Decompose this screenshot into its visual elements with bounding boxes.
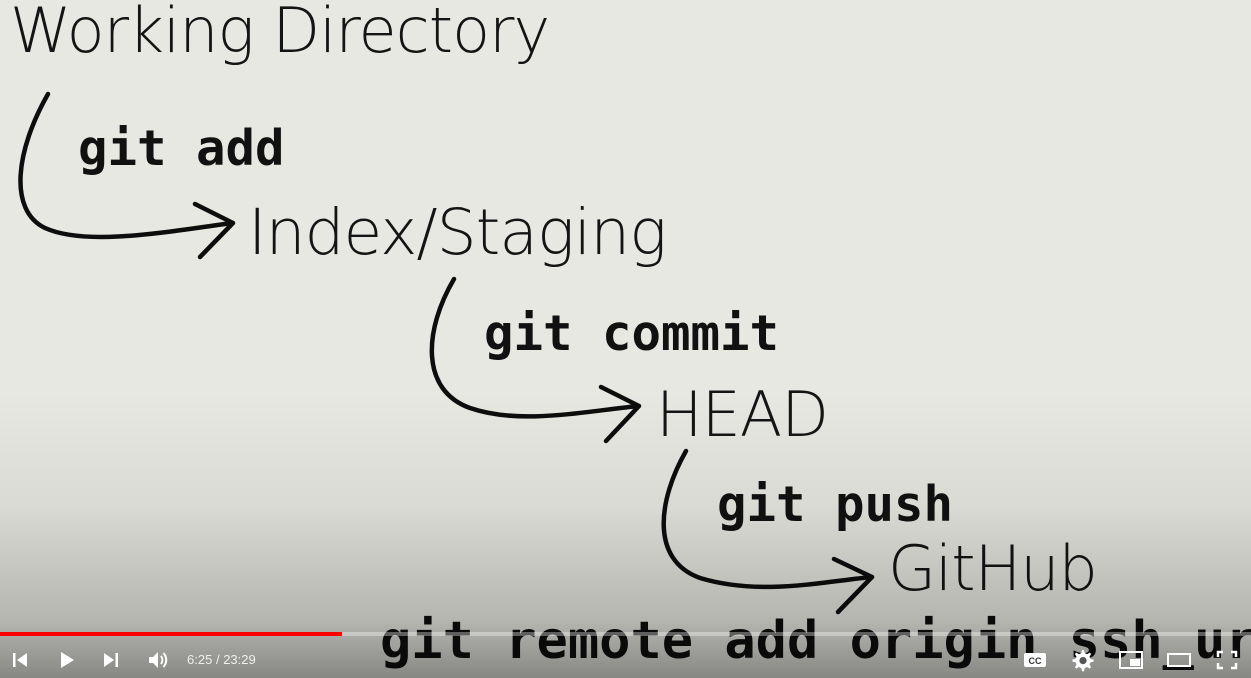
volume-icon[interactable] [144, 646, 172, 674]
svg-text:CC: CC [1029, 656, 1042, 666]
progress-bar[interactable] [0, 632, 1251, 636]
head-label: HEAD [656, 378, 829, 451]
arrow-push [661, 448, 875, 590]
theater-icon[interactable] [1165, 646, 1193, 674]
arrowhead-add [192, 201, 236, 260]
github-label: GitHub [888, 532, 1098, 605]
play-icon[interactable] [52, 646, 80, 674]
arrowhead-push [831, 556, 875, 615]
index-staging-label: Index/Staging [248, 196, 667, 269]
duration: 23:29 [223, 652, 256, 667]
arrow-add [18, 91, 235, 240]
progress-played [0, 632, 342, 636]
arrowhead-commit [598, 384, 642, 444]
git-remote-command: git remote add origin ssh_url [380, 611, 1251, 671]
git-push-command: git push [717, 476, 954, 533]
gear-icon[interactable] [1068, 646, 1096, 674]
cc-icon[interactable]: CC [1021, 646, 1049, 674]
miniplayer-icon[interactable] [1117, 646, 1145, 674]
arrow-commit [429, 276, 641, 419]
next-icon[interactable] [97, 646, 125, 674]
player-controls: 6:25 / 23:29 CC [0, 640, 1251, 678]
previous-icon[interactable] [6, 646, 34, 674]
git-commit-command: git commit [484, 305, 780, 362]
working-directory-label: Working Directory [10, 0, 550, 67]
fullscreen-icon[interactable] [1213, 646, 1241, 674]
time-separator: / [215, 652, 220, 667]
current-time: 6:25 [187, 652, 213, 667]
time-display: 6:25 / 23:29 [187, 652, 256, 667]
git-add-command: git add [78, 120, 285, 177]
